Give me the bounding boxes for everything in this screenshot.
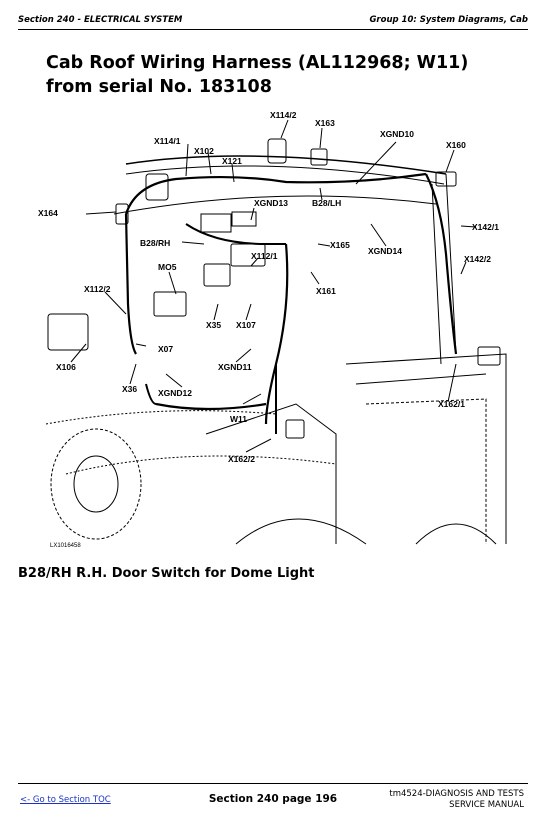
section-name: Section 240 - ELECTRICAL SYSTEM <box>18 15 183 25</box>
manual-line-1: tm4524-DIAGNOSIS AND TESTS <box>389 789 524 799</box>
label-x102: X102 <box>194 146 214 156</box>
page-title: Cab Roof Wiring Harness (AL112968; W11) … <box>46 53 469 97</box>
label-x163: X163 <box>315 118 335 128</box>
label-x106: X106 <box>56 362 76 372</box>
label-xgnd10: XGND10 <box>380 129 414 139</box>
label-x114-2: X114/2 <box>270 110 297 120</box>
label-xgnd14: XGND14 <box>368 246 402 256</box>
group-name: Group 10: System Diagrams, Cab <box>369 15 528 25</box>
label-x164: X164 <box>38 208 58 218</box>
label-b28-rh: B28/RH <box>140 238 170 248</box>
label-x161: X161 <box>316 286 336 296</box>
page-header: Section 240 - ELECTRICAL SYSTEM Group 10… <box>18 15 528 31</box>
label-x112-2: X112/2 <box>84 284 111 294</box>
label-x07: X07 <box>158 344 173 354</box>
label-xgnd13: XGND13 <box>254 198 288 208</box>
label-x112-1: X112/1 <box>251 251 278 261</box>
label-x160: X160 <box>446 140 466 150</box>
manual-line-2: SERVICE MANUAL <box>449 800 524 810</box>
label-xgnd11: XGND11 <box>218 362 252 372</box>
figure-caption: B28/RH R.H. Door Switch for Dome Light <box>18 566 315 581</box>
label-x107: X107 <box>236 320 256 330</box>
label-x121: X121 <box>222 156 242 166</box>
label-x142-2: X142/2 <box>464 254 491 264</box>
label-mo5: MO5 <box>158 262 177 272</box>
label-x165: X165 <box>330 240 350 250</box>
header-divider <box>18 29 528 30</box>
label-b28-lh: B28/LH <box>312 198 341 208</box>
go-to-section-toc-link[interactable]: <- Go to Section TOC <box>20 795 111 805</box>
label-w11: W11 <box>230 414 247 424</box>
label-x36: X36 <box>122 384 137 394</box>
manual-name: tm4524-DIAGNOSIS AND TESTS SERVICE MANUA… <box>389 789 524 811</box>
footer-divider <box>18 783 528 784</box>
label-x162-2: X162/2 <box>228 454 255 464</box>
label-x142-1: X142/1 <box>472 222 499 232</box>
label-xgnd12: XGND12 <box>158 388 192 398</box>
wiring-diagram: X114/2 X163 X114/1 X102 X121 XGND10 X160… <box>36 104 522 550</box>
image-code: LX1016458 <box>50 543 81 549</box>
label-x162-1: X162/1 <box>438 399 465 409</box>
page-number: Section 240 page 196 <box>208 793 338 805</box>
label-x114-1: X114/1 <box>154 136 181 146</box>
label-x35: X35 <box>206 320 221 330</box>
